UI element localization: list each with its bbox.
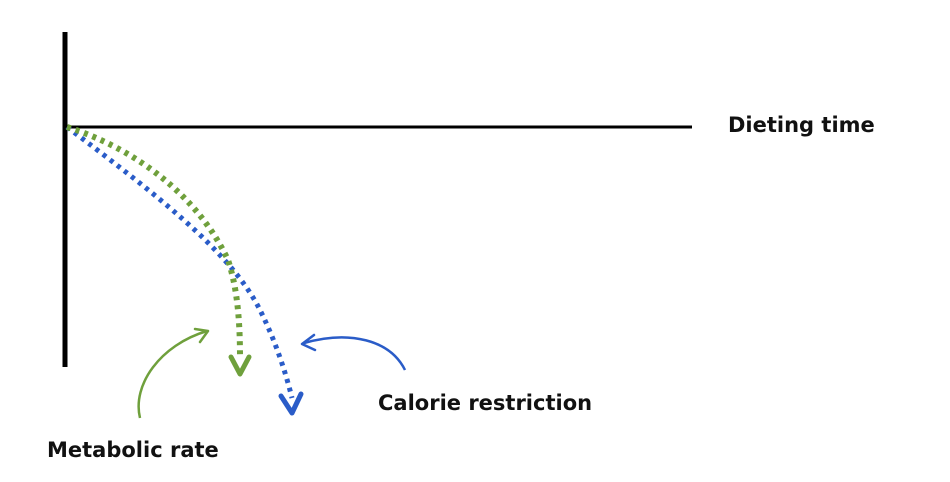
metabolic-annotation-arrowhead <box>193 327 210 344</box>
calorie-annotation-arrow <box>303 336 407 371</box>
metabolic-rate-label: Metabolic rate <box>47 438 219 462</box>
calorie-restriction-arrowhead <box>278 391 304 416</box>
metabolic-rate-curve <box>66 124 243 359</box>
calorie-restriction-label: Calorie restriction <box>378 391 593 415</box>
x-axis-label: Dieting time <box>728 113 875 137</box>
calorie-restriction-curve <box>65 125 295 399</box>
metabolic-rate-arrowhead <box>228 354 252 377</box>
metabolic-annotation-arrow <box>137 329 208 419</box>
calorie-annotation-arrowhead <box>300 333 317 352</box>
